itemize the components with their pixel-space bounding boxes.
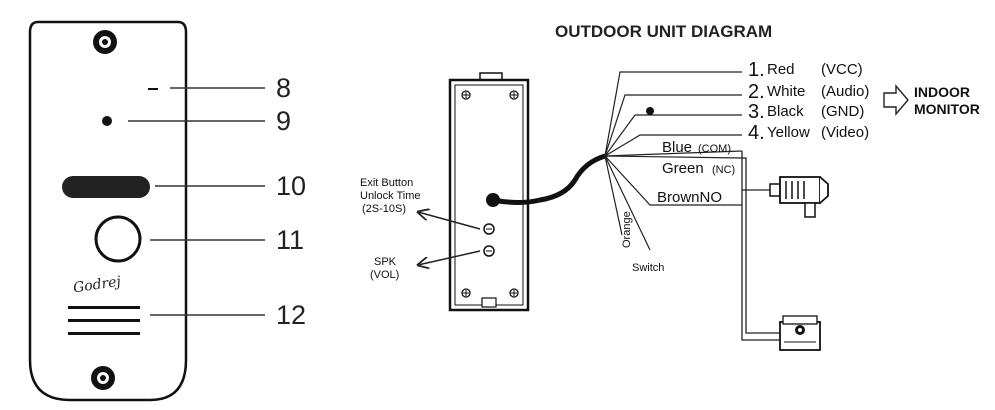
unlock-time-label: Unlock Time xyxy=(360,190,421,202)
callout-9: 9 xyxy=(276,106,291,136)
callout-lines xyxy=(128,87,265,316)
light-sensor xyxy=(148,88,158,90)
cross-screw-icon xyxy=(463,92,517,296)
svg-text:(VCC): (VCC) xyxy=(821,61,863,78)
wire-label-1: 1. Red (VCC) xyxy=(748,59,863,81)
brand-logo: Godrej xyxy=(72,274,122,297)
unlock-time-knob-icon xyxy=(483,223,495,235)
brown-no-label: BrownNO xyxy=(657,189,722,206)
volume-knob-icon xyxy=(483,245,495,257)
blue-com-label: Blue (COM) xyxy=(662,139,731,156)
svg-text:White: White xyxy=(767,83,805,100)
gnd-wire-dot xyxy=(646,107,654,115)
camera-lens xyxy=(102,116,112,126)
call-button xyxy=(94,215,142,263)
wire-label-2: 2. White (Audio) xyxy=(748,81,869,103)
callout-11: 11 xyxy=(276,225,304,255)
svg-text:Blue: Blue xyxy=(662,139,692,156)
volume-arrow xyxy=(418,250,481,265)
indoor-arrow-icon xyxy=(883,84,909,116)
electric-lock-icon xyxy=(779,315,821,351)
main-cable xyxy=(490,153,608,205)
svg-text:Green: Green xyxy=(662,160,704,177)
indoor-label: INDOOR xyxy=(914,84,970,100)
bottom-screw-icon xyxy=(91,366,115,390)
ir-led-bar xyxy=(62,176,150,198)
panel-body xyxy=(28,20,188,402)
top-screw-icon xyxy=(93,30,117,54)
svg-text:(Video): (Video) xyxy=(821,124,869,141)
svg-text:2.: 2. xyxy=(748,81,765,103)
svg-text:(GND): (GND) xyxy=(821,103,864,120)
svg-text:(COM): (COM) xyxy=(698,143,731,155)
svg-text:3.: 3. xyxy=(748,101,765,123)
switch-label: Switch xyxy=(632,262,664,274)
svg-text:Red: Red xyxy=(767,61,795,78)
exit-button-label: Exit Button xyxy=(360,177,413,189)
unlock-time-arrow xyxy=(418,212,481,230)
diagram-title: OUTDOOR UNIT DIAGRAM xyxy=(555,22,772,41)
callout-10: 10 xyxy=(276,171,306,201)
svg-text:Black: Black xyxy=(767,103,804,120)
wire-label-3: 3. Black (GND) xyxy=(748,101,864,123)
unlock-time-range: (2S-10S) xyxy=(362,203,406,215)
wire-label-4: 4. Yellow (Video) xyxy=(748,122,869,144)
wire-fan xyxy=(604,71,743,251)
lock-wiring xyxy=(741,151,780,341)
green-nc-label: Green (NC) xyxy=(662,160,735,177)
svg-text:(Audio): (Audio) xyxy=(821,83,869,100)
callout-12: 12 xyxy=(276,300,306,330)
speaker-grille xyxy=(68,306,140,335)
front-panel: Godrej 8 9 10 11 12 xyxy=(28,20,306,402)
spk-label: SPK xyxy=(374,256,397,268)
svg-text:1.: 1. xyxy=(748,59,765,81)
svg-text:4.: 4. xyxy=(748,122,765,144)
orange-label: Orange xyxy=(621,211,633,248)
vol-label: (VOL) xyxy=(370,269,399,281)
callout-8: 8 xyxy=(276,73,291,103)
svg-text:(NC): (NC) xyxy=(712,164,735,176)
plug-connector-icon xyxy=(769,176,829,218)
monitor-label: MONITOR xyxy=(914,101,980,117)
back-unit xyxy=(448,72,530,312)
svg-text:Yellow: Yellow xyxy=(767,124,810,141)
